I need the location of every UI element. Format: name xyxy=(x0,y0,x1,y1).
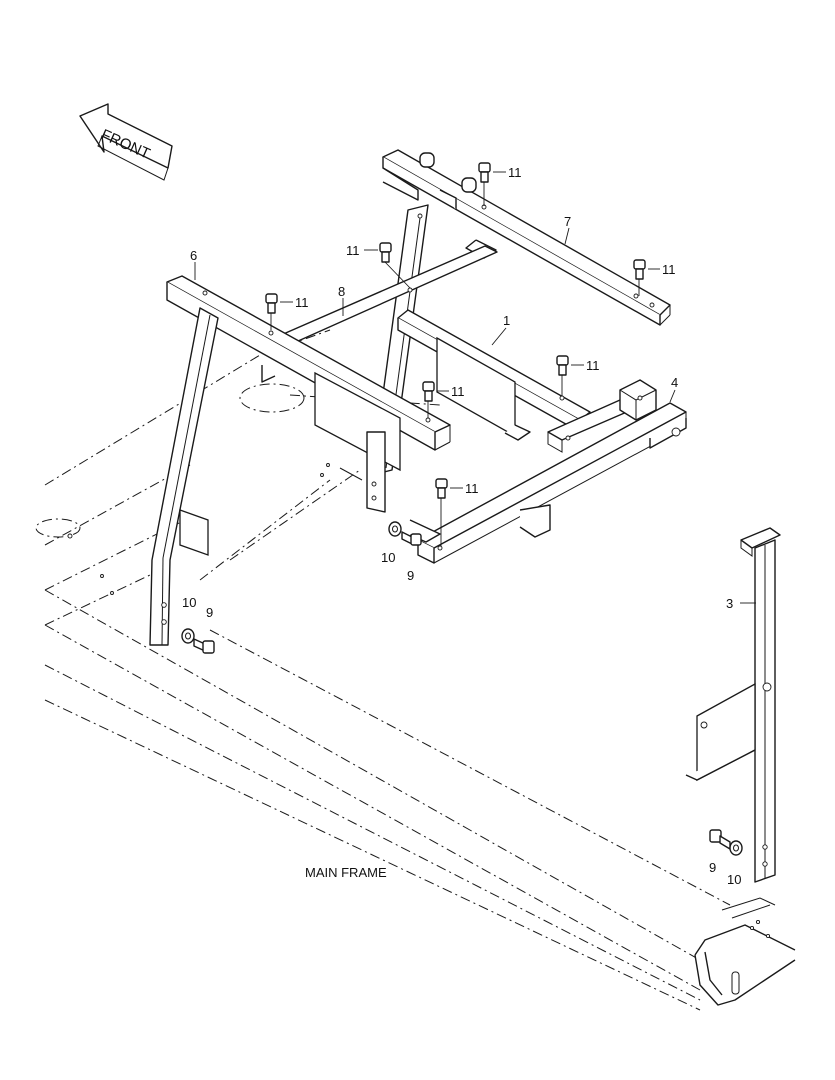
bolt-washer-center xyxy=(388,521,422,546)
callout-10-center: 10 xyxy=(381,550,395,565)
part-7-upper-channel xyxy=(382,149,671,326)
bolt-washer-left xyxy=(181,628,215,654)
callout-11-top: 11 xyxy=(508,165,522,180)
callout-7: 7 xyxy=(564,214,571,229)
callout-4: 4 xyxy=(671,375,678,390)
bolt-11c xyxy=(633,259,646,296)
bolts-part-11 xyxy=(265,162,646,546)
bolt-washer-right xyxy=(709,829,743,856)
callout-10-left: 10 xyxy=(182,595,196,610)
part-1-inner-channel xyxy=(397,309,591,441)
callout-9-right: 9 xyxy=(709,860,716,875)
part-3-right-leg xyxy=(685,527,781,883)
callout-9-left: 9 xyxy=(206,605,213,620)
bolt-11e xyxy=(556,355,569,396)
bolt-11f xyxy=(422,381,435,418)
callout-11-right: 11 xyxy=(586,358,600,373)
callout-11-upper-right: 11 xyxy=(662,262,676,277)
callout-11-upper-left: 11 xyxy=(346,243,360,258)
bolt-11d xyxy=(265,293,278,336)
part-4-lower-frame xyxy=(409,379,687,564)
callout-9-center: 9 xyxy=(407,568,414,583)
callout-labels: 6 8 7 1 4 3 11 11 11 11 11 11 11 10 9 10… xyxy=(182,165,741,887)
callout-leaders xyxy=(194,171,756,604)
main-frame-label: MAIN FRAME xyxy=(305,865,387,880)
callout-11-lower: 11 xyxy=(465,481,479,496)
main-frame xyxy=(35,329,796,1011)
bolt-11b xyxy=(379,242,411,289)
callout-10-right: 10 xyxy=(727,872,741,887)
callout-1: 1 xyxy=(503,313,510,328)
callout-11-left: 11 xyxy=(295,295,309,310)
bolt-11a xyxy=(478,162,491,206)
callout-11-middle: 11 xyxy=(451,384,465,399)
bolt-11g xyxy=(435,478,448,546)
callout-6: 6 xyxy=(190,248,197,263)
front-direction-arrow: FRONT xyxy=(79,103,173,181)
callout-8: 8 xyxy=(338,284,345,299)
callout-3: 3 xyxy=(726,596,733,611)
part-6-left-frame xyxy=(149,275,451,646)
